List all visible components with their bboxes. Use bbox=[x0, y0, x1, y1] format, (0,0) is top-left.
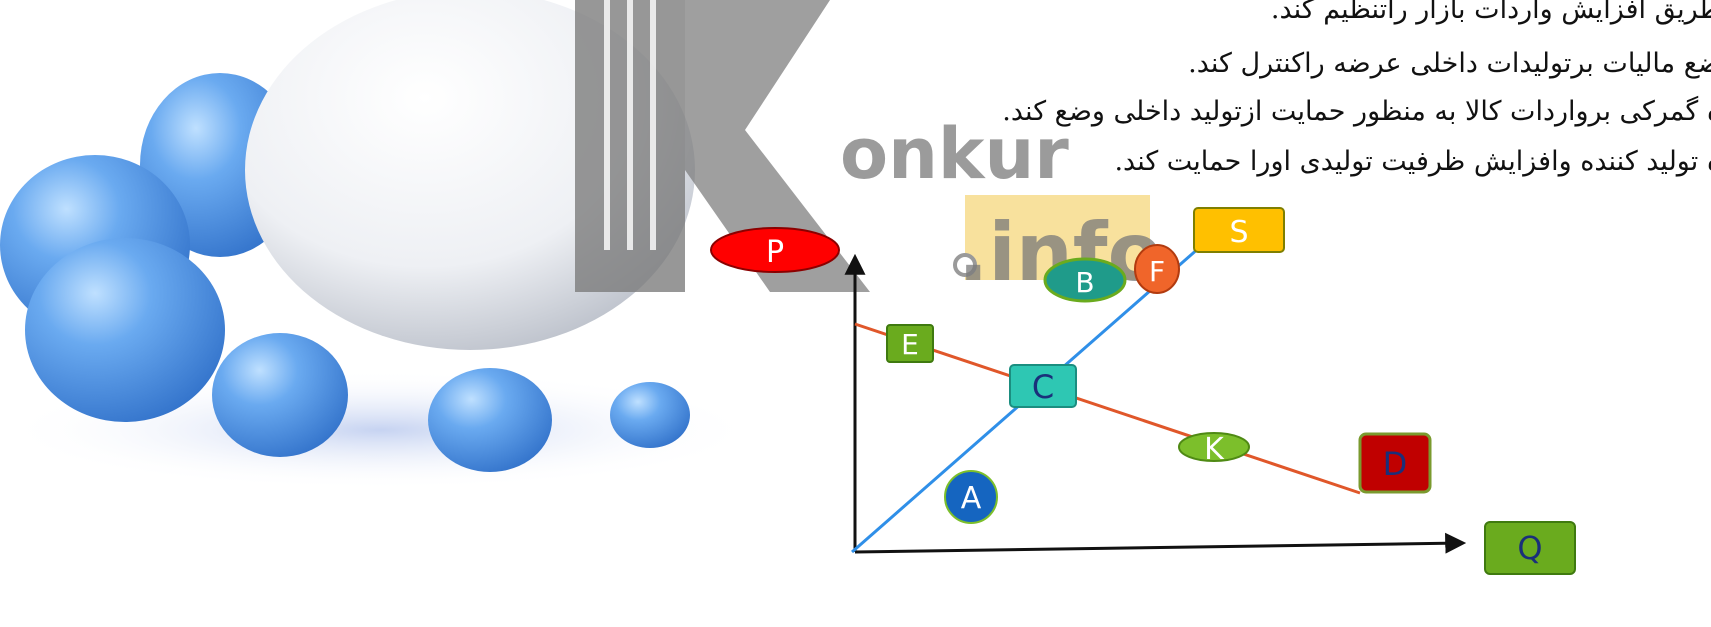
text-line-2: ضع مالیات برتولیدات داخلی عرضه راکنترل ک… bbox=[1188, 48, 1711, 79]
a-point-label: A bbox=[961, 481, 982, 516]
watermark-onkur-text: onkur bbox=[840, 113, 1069, 195]
k-point-label: K bbox=[1204, 432, 1225, 467]
s-curve-label: S bbox=[1229, 215, 1248, 250]
b-label-shape bbox=[1043, 257, 1127, 303]
d-label-shape bbox=[1358, 432, 1432, 494]
konkur-watermark-logo bbox=[575, 0, 1150, 292]
text-line-1: طریق افزایش واردات بازار راتنظیم کند. bbox=[1270, 0, 1711, 25]
decorative-eggs bbox=[0, 0, 760, 490]
p-axis-label: P bbox=[766, 235, 784, 270]
text-line-4: ه تولید کننده وافزایش ظرفیت تولیدی اورا … bbox=[1114, 146, 1711, 177]
p-label-shape bbox=[710, 227, 840, 273]
e-point-label: E bbox=[901, 328, 919, 361]
text-line-3: ه گمرکی برواردات کالا به منظور حمایت ازت… bbox=[1002, 96, 1711, 127]
q-axis-label: Q bbox=[1517, 529, 1542, 567]
f-label-shape bbox=[1134, 244, 1180, 294]
c-point-label: C bbox=[1032, 368, 1054, 406]
s-label-shape bbox=[1193, 207, 1285, 253]
q-label-shape bbox=[1484, 521, 1576, 575]
f-point-label: F bbox=[1149, 255, 1165, 288]
d-curve-label: D bbox=[1383, 445, 1408, 483]
demand-curve bbox=[854, 322, 1361, 495]
c-label-shape bbox=[1009, 364, 1077, 408]
k-label-shape bbox=[1178, 432, 1250, 462]
x-axis bbox=[854, 532, 1467, 554]
b-point-label: B bbox=[1075, 266, 1094, 299]
e-label-shape bbox=[886, 324, 934, 363]
a-label-shape bbox=[944, 470, 998, 524]
